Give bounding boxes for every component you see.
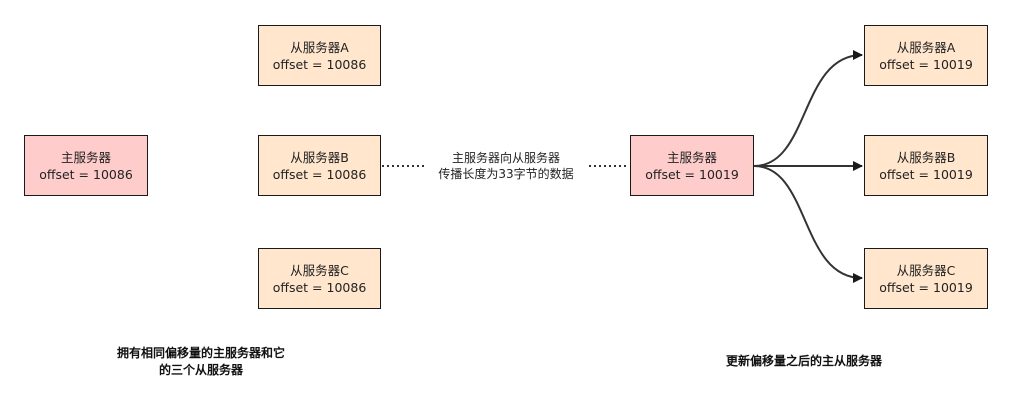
after-slave-a-node: 从服务器A offset = 10019 (864, 25, 988, 86)
after-slave-b-node: 从服务器B offset = 10019 (864, 135, 988, 196)
after-master-node: 主服务器 offset = 10019 (630, 135, 754, 196)
before-master-node: 主服务器 offset = 10086 (24, 135, 148, 196)
propagation-label-line1: 主服务器向从服务器 (451, 151, 560, 165)
before-slave-a-node: 从服务器A offset = 10086 (258, 25, 381, 86)
before-slave-c-node: 从服务器C offset = 10086 (258, 248, 381, 309)
before-slave-b-offset: offset = 10086 (272, 166, 367, 182)
propagation-label-line2: 传播长度为33字节的数据 (438, 167, 574, 181)
before-slave-a-title: 从服务器A (290, 39, 349, 55)
after-slave-b-title: 从服务器B (896, 149, 956, 165)
before-caption: 拥有相同偏移量的主服务器和它 的三个从服务器 (96, 345, 306, 379)
before-slave-c-title: 从服务器C (290, 262, 349, 278)
after-master-offset: offset = 10019 (645, 166, 739, 182)
after-slave-c-offset: offset = 10019 (879, 279, 973, 295)
before-caption-line1: 拥有相同偏移量的主服务器和它 (116, 346, 285, 360)
after-caption-text: 更新偏移量之后的主从服务器 (725, 354, 882, 368)
after-master-title: 主服务器 (666, 149, 717, 165)
before-slave-c-offset: offset = 10086 (272, 279, 367, 295)
before-caption-line2: 的三个从服务器 (158, 363, 243, 377)
after-caption: 更新偏移量之后的主从服务器 (704, 353, 904, 370)
after-slave-b-offset: offset = 10019 (879, 166, 973, 182)
after-slave-a-offset: offset = 10019 (879, 56, 973, 72)
before-slave-a-offset: offset = 10086 (272, 56, 367, 72)
after-slave-a-title: 从服务器A (896, 39, 956, 55)
after-slave-c-title: 从服务器C (896, 262, 956, 278)
before-slave-b-node: 从服务器B offset = 10086 (258, 135, 381, 196)
before-slave-b-title: 从服务器B (290, 149, 349, 165)
arrow-to-slave-c (753, 165, 863, 283)
propagation-label: 主服务器向从服务器 传播长度为33字节的数据 (426, 150, 586, 182)
after-slave-c-node: 从服务器C offset = 10019 (864, 248, 988, 309)
before-master-title: 主服务器 (60, 149, 111, 165)
before-master-offset: offset = 10086 (39, 166, 133, 182)
arrow-to-slave-a (753, 50, 863, 167)
